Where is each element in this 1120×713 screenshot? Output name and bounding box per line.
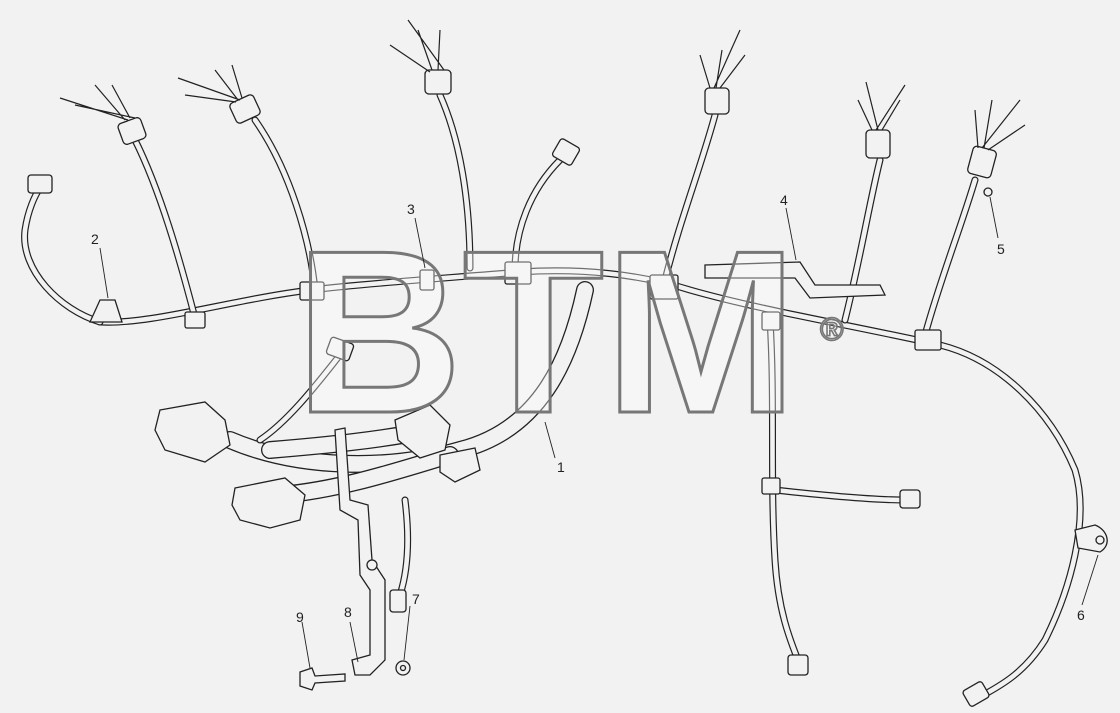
- leader-3: [414, 217, 426, 269]
- clip-item-3: [419, 269, 435, 291]
- bracket-hole: [366, 559, 378, 571]
- junction-drop: [761, 311, 781, 331]
- callout-1: 1: [557, 459, 565, 475]
- sensor-connector-1: [117, 117, 147, 145]
- connector-right-side: [899, 489, 921, 509]
- leader-5: [989, 196, 999, 239]
- bracket-item-4: [704, 261, 887, 299]
- bolt-item-9: [299, 667, 346, 691]
- connector-center-left: [325, 336, 355, 362]
- leader-2: [99, 247, 109, 299]
- connector-left-end: [27, 174, 53, 194]
- leader-4: [785, 207, 797, 261]
- leader-9: [301, 621, 311, 669]
- mounting-hardware: [299, 427, 411, 691]
- junction-right: [649, 274, 679, 300]
- branch-center-left: [256, 336, 355, 444]
- callout-9: 9: [296, 609, 304, 625]
- branch-down-center: [389, 496, 412, 613]
- junction-right-drop: [761, 477, 781, 495]
- clamp-item-6-hole: [1095, 535, 1105, 545]
- callout-5: 5: [997, 241, 1005, 257]
- screw-item-5: [983, 187, 993, 197]
- callout-3: 3: [407, 201, 415, 217]
- plug-large-upper: [154, 401, 231, 463]
- callout-8: 8: [344, 604, 352, 620]
- leader-7: [403, 605, 411, 661]
- sensor-connector-3: [424, 69, 452, 95]
- sleeve-mid: [439, 447, 481, 483]
- leader-lines: [99, 196, 1099, 669]
- watermark: BTM ®: [294, 202, 845, 464]
- plug-mid: [394, 404, 451, 459]
- bracket-item-8: [334, 427, 386, 676]
- connector-far-bottom: [962, 681, 990, 707]
- leader-6: [1081, 554, 1099, 606]
- watermark-registered-mark: ®: [820, 311, 844, 347]
- plug-large-lower: [231, 477, 306, 529]
- sensor-connector-4: [704, 87, 730, 115]
- sensor-connector-2: [229, 94, 261, 124]
- callout-6: 6: [1077, 607, 1085, 623]
- callout-7: 7: [412, 591, 420, 607]
- clamp-item-2: [88, 299, 123, 323]
- clamp-item-6: [1074, 524, 1108, 553]
- clip-b: [299, 281, 325, 301]
- leader-8: [349, 621, 359, 663]
- watermark-text: BTM: [295, 203, 798, 462]
- callouts: 1 2 3 4 5 6 7 8 9: [91, 192, 1085, 625]
- connector-right-bottom: [787, 654, 809, 676]
- trunk-clips: [88, 187, 1108, 707]
- left-branch: [21, 174, 104, 326]
- callout-4: 4: [780, 192, 788, 208]
- callout-2: 2: [91, 231, 99, 247]
- branch-right-drop: [761, 316, 921, 676]
- sensor-connector-5: [865, 129, 891, 159]
- sensor-connector-6: [967, 145, 997, 179]
- clip-c: [914, 329, 942, 351]
- lower-main-loop: [154, 281, 594, 529]
- leader-1: [544, 421, 556, 459]
- connector-pigtail-center: [389, 589, 407, 613]
- sensor-branches: [59, 19, 1026, 339]
- junction-center: [504, 261, 532, 285]
- clip-a: [184, 311, 206, 329]
- connector-short-branch: [551, 138, 581, 166]
